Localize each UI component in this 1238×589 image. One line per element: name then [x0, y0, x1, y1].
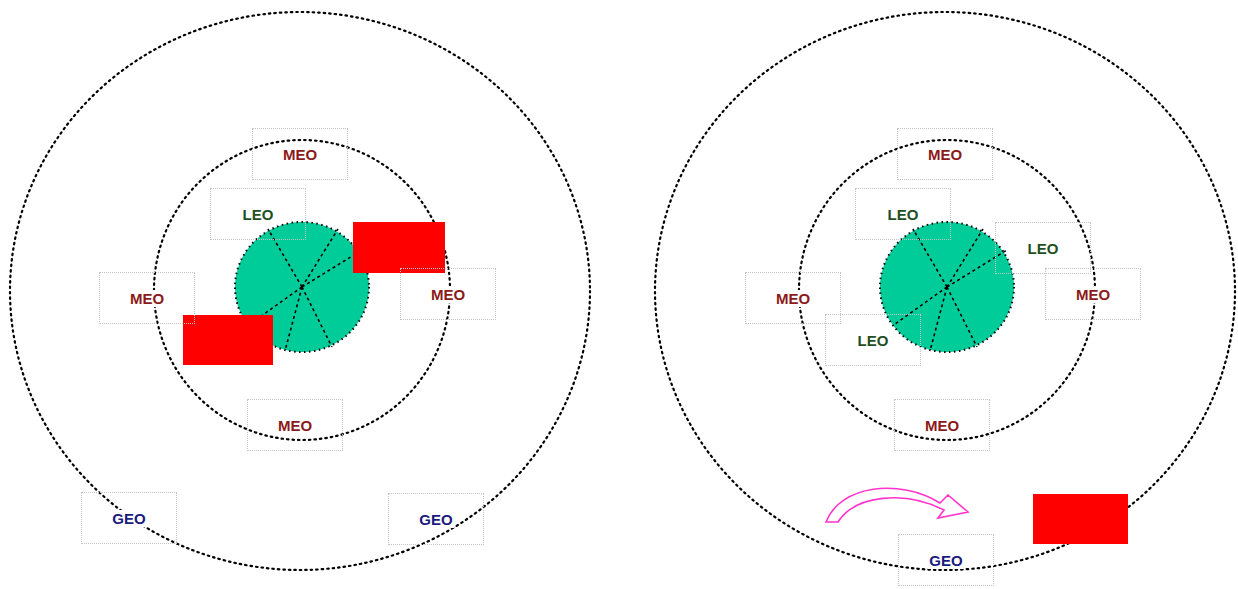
orbit-label: MEO [775, 290, 811, 307]
orbit-label-box: MEO [252, 128, 348, 180]
orbit-label-box: GEO [898, 534, 994, 586]
orbit-label-box: MEO [247, 399, 343, 451]
orbit-label: GEO [111, 510, 146, 527]
orbit-label-box: LEO [210, 188, 306, 240]
orbit-label: MEO [430, 286, 466, 303]
satellite-block [1033, 494, 1128, 544]
orbit-label: LEO [1027, 240, 1060, 257]
orbit-label: LEO [242, 206, 275, 223]
orbit-label-box: MEO [99, 272, 195, 324]
orbit-label-box: MEO [400, 268, 496, 320]
orbit-label: MEO [924, 417, 960, 434]
satellite-block [183, 315, 273, 365]
orbit-label-box: LEO [825, 314, 921, 366]
orbit-label-box: MEO [1045, 268, 1141, 320]
orbit-label: GEO [418, 511, 453, 528]
satellite-block [353, 222, 445, 273]
orbit-label: LEO [857, 332, 890, 349]
orbit-label-box: LEO [855, 188, 951, 240]
orbit-label: LEO [887, 206, 920, 223]
orbit-label: MEO [129, 290, 165, 307]
orbit-label: GEO [928, 552, 963, 569]
orbit-label-box: GEO [81, 492, 177, 544]
orbit-label: MEO [277, 417, 313, 434]
orbit-label-box: MEO [897, 128, 993, 180]
orbit-label: MEO [927, 146, 963, 163]
orbit-label: MEO [1075, 286, 1111, 303]
orbit-label: MEO [282, 146, 318, 163]
move-arrow [826, 488, 968, 522]
orbit-label-box: MEO [745, 272, 841, 324]
orbit-label-box: MEO [894, 399, 990, 451]
orbit-label-box: GEO [388, 493, 484, 545]
orbit-label-box: LEO [995, 222, 1091, 274]
